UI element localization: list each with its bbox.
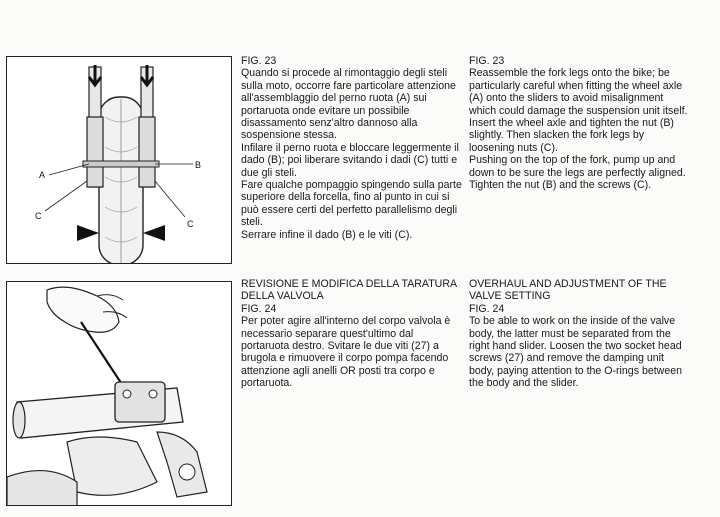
fig24-it-fig-label: FIG. 24 (241, 302, 277, 315)
fig24-italian-text: REVISIONE E MODIFICA DELLA TARATURA DELL… (241, 278, 463, 390)
fig24-illustration (6, 281, 232, 506)
label-b: B (195, 160, 201, 170)
label-c-left: C (35, 211, 42, 221)
fig24-en-fig-label: FIG. 24 (469, 302, 505, 315)
fig23-it-paragraph: Serrare infine il dado (B) e le viti (C)… (241, 228, 413, 241)
fig24-english-text: OVERHAUL AND ADJUSTMENT OF THE VALVE SET… (469, 278, 691, 390)
fig23-illustration: A B C C (6, 56, 232, 264)
fig23-it-paragraph: Fare qualche pompaggio spingendo sulla p… (241, 179, 462, 229)
fig23-it-paragraph: Quando si procede al rimontaggio degli s… (241, 67, 456, 142)
fig23-it-paragraph: Infilare il perno ruota e bloccare legge… (241, 141, 459, 179)
fig23-en-fig-label: FIG. 23 (469, 55, 505, 67)
fig23-en-paragraph: Tighten the nut (B) and the screws (C). (469, 179, 652, 192)
fig23-en-paragraph: Reassemble the fork legs onto the bike; … (469, 67, 688, 117)
valve-body-drawing (7, 286, 208, 505)
fork-wheel-drawing: A B C C (35, 65, 201, 263)
fig23-it-fig-label: FIG. 23 (241, 55, 277, 67)
fig24-en-heading: OVERHAUL AND ADJUSTMENT OF THE VALVE SET… (469, 278, 667, 303)
fig24-it-paragraph: Per poter agire all'interno del corpo va… (241, 315, 451, 390)
fig23-english-text: FIG. 23 Reassemble the fork legs onto th… (469, 55, 691, 191)
label-c-right: C (187, 219, 194, 229)
fig24-it-heading: REVISIONE E MODIFICA DELLA TARATURA DELL… (241, 278, 457, 303)
fig24-en-paragraph: To be able to work on the inside of the … (469, 315, 682, 390)
fig23-en-paragraph: Pushing on the top of the fork, pump up … (469, 154, 686, 179)
fig23-en-paragraph: Insert the wheel axle and tighten the nu… (469, 117, 674, 154)
label-a: A (39, 170, 45, 180)
fig23-italian-text: FIG. 23 Quando si procede al rimontaggio… (241, 55, 463, 241)
